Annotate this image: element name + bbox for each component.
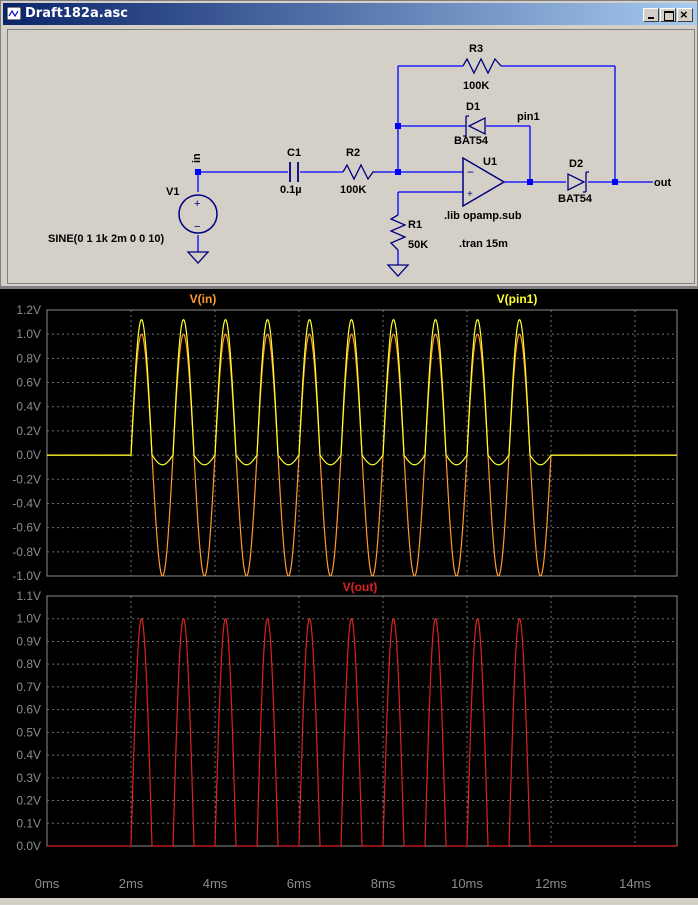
schematic-labels: in V1 SINE(0 1 1k 2m 0 0 10) C1 0.1µ R2 … [48,43,671,251]
capacitor-c1[interactable] [289,162,299,182]
svg-text:D1: D1 [466,101,480,113]
y-tick-label: 0.2V [16,424,41,438]
y-tick-label: 0.2V [16,794,41,808]
svg-text:−: − [194,221,200,233]
y-tick-label: 0.7V [16,680,41,694]
series-label: V(in) [190,292,217,306]
junction-dots [195,123,618,185]
svg-text:U1: U1 [483,156,497,168]
y-tick-label: 0.3V [16,771,41,785]
svg-text:100K: 100K [340,184,366,196]
svg-text:in: in [191,153,203,163]
svg-text:R1: R1 [408,219,422,231]
svg-text:D2: D2 [569,158,583,170]
svg-text:SINE(0 1 1k 2m 0 0 10): SINE(0 1 1k 2m 0 0 10) [48,233,165,245]
y-tick-label: 0.4V [16,748,41,762]
wires [197,65,653,265]
series-label: V(out) [343,580,378,594]
resistor-r1 [389,214,407,251]
svg-text:R2: R2 [346,147,360,159]
x-tick-label: 8ms [371,876,396,891]
svg-text:C1: C1 [287,147,301,159]
y-tick-label: -1.0V [12,569,41,583]
series-label: V(pin1) [497,292,538,306]
trace-v-out [47,618,677,847]
waveform-viewer[interactable]: 1.2V 1.0V 0.8V 0.6V 0.4V 0.2V 0.0V -0.2V -0.4V -0… [0,287,698,898]
y-tick-label: 1.2V [16,303,41,317]
svg-text:+: + [194,198,200,210]
schematic-drawing: + − [48,43,671,277]
y-tick-label: 0.8V [16,657,41,671]
ground-symbols [186,251,410,277]
x-tick-label: 0ms [35,876,60,891]
svg-text:100K: 100K [463,80,489,92]
x-tick-label: 6ms [287,876,312,891]
y-tick-label: 0.9V [16,634,41,648]
maximize-button[interactable] [660,8,676,22]
x-tick-label: 14ms [619,876,651,891]
close-icon: × [680,7,688,22]
resistor-r2 [342,163,376,181]
title-bar[interactable]: Draft182a.asc × [3,3,697,25]
window-title: Draft182a.asc [25,6,128,21]
y-tick-label: 0.6V [16,376,41,390]
x-tick-label: 2ms [119,876,144,891]
svg-text:.tran 15m: .tran 15m [459,238,508,250]
svg-text:R3: R3 [469,43,483,55]
x-tick-label: 4ms [203,876,228,891]
plot-frame [46,309,678,577]
svg-text:−: − [467,165,474,179]
y-tick-label: -0.2V [12,472,41,486]
y-tick-label: 1.0V [16,612,41,626]
voltage-source-v1[interactable]: + − [178,194,218,234]
y-tick-label: 0.4V [16,400,41,414]
y-tick-label: 1.1V [16,589,41,603]
svg-text:out: out [654,177,671,189]
svg-text:BAT54: BAT54 [454,135,489,147]
x-tick-label: 12ms [535,876,567,891]
y-tick-label: -0.4V [12,496,41,510]
y-tick-label: 0.0V [16,839,41,853]
x-tick-label: 10ms [451,876,483,891]
svg-text:V1: V1 [166,186,179,198]
diode-d2[interactable] [567,171,589,193]
diode-d1[interactable] [463,115,486,137]
schematic-file-icon [7,7,21,20]
svg-text:BAT54: BAT54 [558,193,593,205]
y-tick-label: 0.0V [16,448,41,462]
schematic-canvas[interactable]: + − [7,29,695,284]
y-tick-label: 1.0V [16,327,41,341]
opamp-u1[interactable]: − + [462,156,506,208]
y-tick-label: 0.8V [16,351,41,365]
resistors [342,57,502,251]
svg-text:+: + [467,189,473,200]
y-tick-label: 0.1V [16,816,41,830]
close-button[interactable]: × [677,7,693,22]
y-tick-label: -0.6V [12,521,41,535]
schematic-window: Draft182a.asc × [0,0,698,287]
svg-text:.lib opamp.sub: .lib opamp.sub [444,210,522,222]
svg-text:0.1µ: 0.1µ [280,184,302,196]
y-tick-label: 0.5V [16,725,41,739]
minimize-button[interactable] [643,8,659,22]
svg-text:pin1: pin1 [517,111,540,123]
plot-frame [46,595,678,847]
resistor-r3 [462,57,502,75]
waveform-plots: 1.2V 1.0V 0.8V 0.6V 0.4V 0.2V 0.0V -0.2V -0.4V -0… [12,292,678,891]
trace-v-pin1 [47,319,677,466]
y-tick-label: -0.8V [12,545,41,559]
svg-text:50K: 50K [408,239,428,251]
y-tick-label: 0.6V [16,703,41,717]
